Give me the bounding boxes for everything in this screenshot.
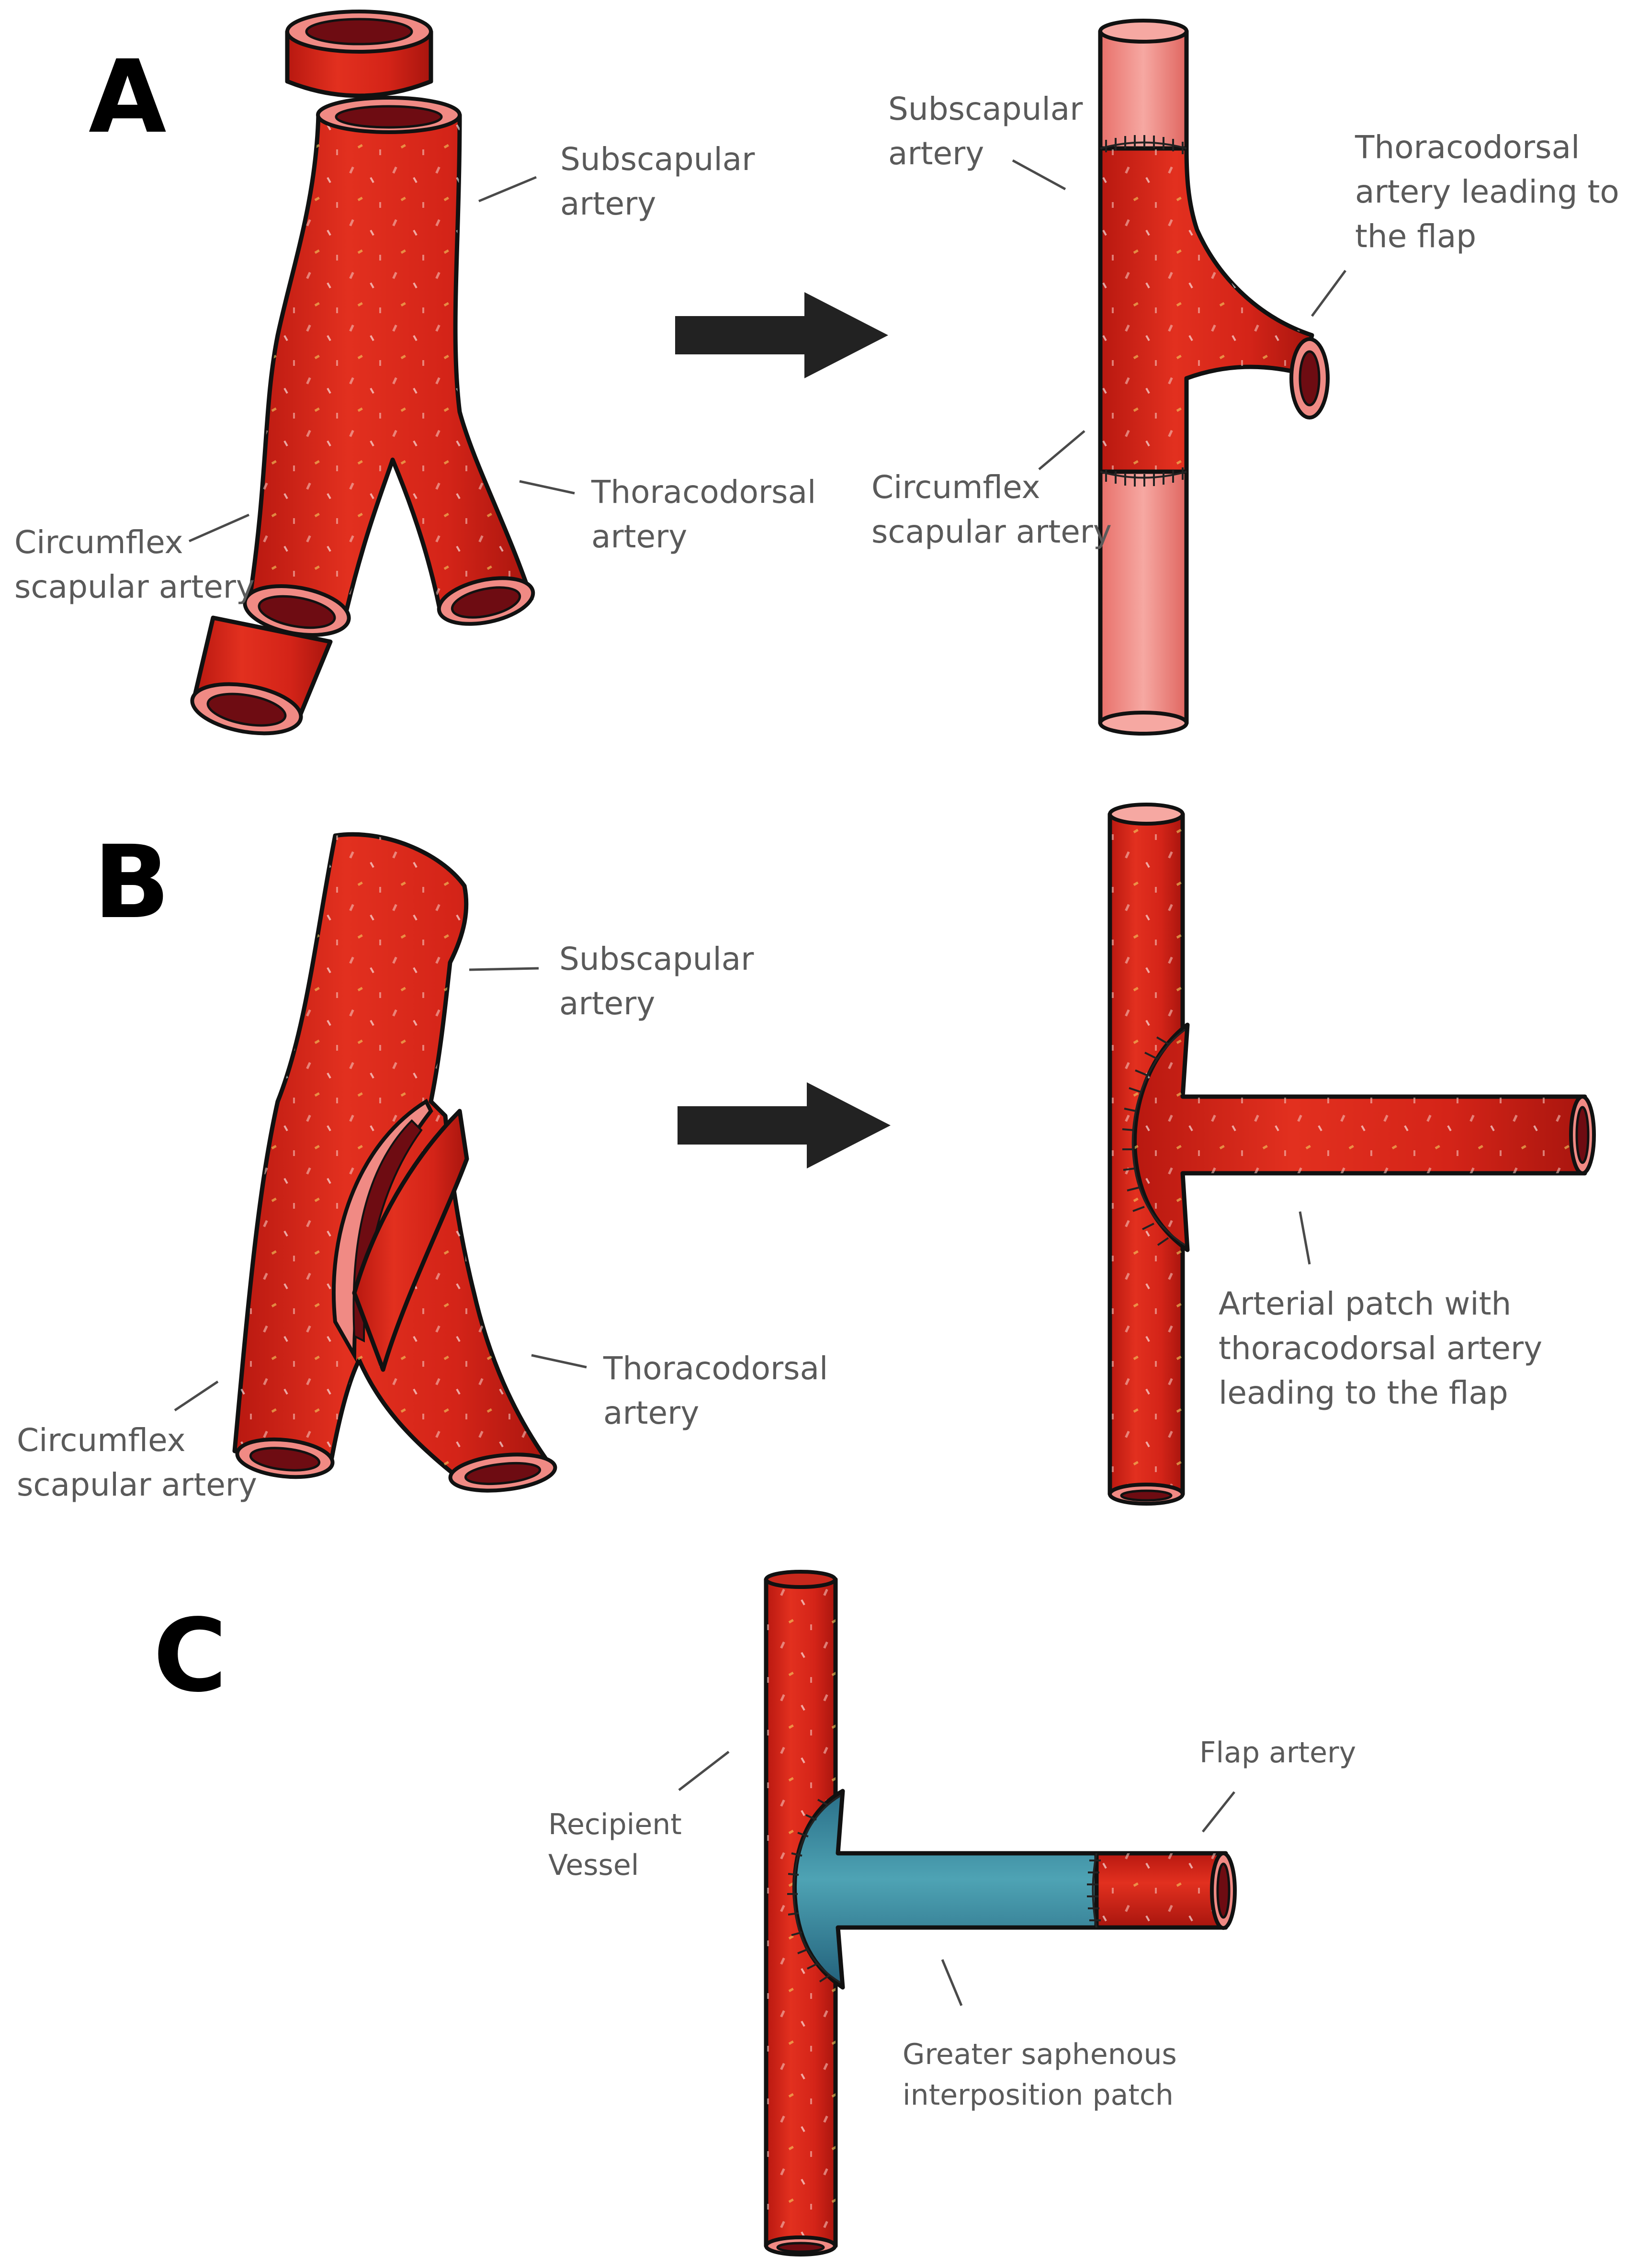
panel-c-labels: Recipient Vessel Flap artery Greater sap…	[548, 1736, 1356, 2112]
label-c-saphenous-2: interposition patch	[903, 2078, 1174, 2112]
suture-bottom-a	[1105, 467, 1184, 487]
panel-a: A Subscapular artery Thora	[14, 10, 1619, 736]
label-a2-thoracodorsal-3: the flap	[1355, 218, 1476, 255]
panel-c-vessels	[764, 1570, 1237, 2257]
label-b-thoracodorsal-2: artery	[603, 1395, 699, 1431]
panel-a-before-vessels	[190, 10, 535, 736]
label-c-recipient-2: Vessel	[548, 1848, 639, 1882]
panel-b-after-vessels	[1107, 803, 1596, 1506]
label-c-saphenous-1: Greater saphenous	[903, 2038, 1177, 2071]
label-a-circumflex-2: scapular artery	[14, 568, 255, 605]
label-c-recipient-1: Recipient	[548, 1808, 682, 1841]
suture-top-a	[1105, 135, 1184, 154]
label-b-thoracodorsal-1: Thoracodorsal	[603, 1350, 828, 1387]
arrow-a	[675, 292, 888, 378]
panel-c-letter: C	[153, 1597, 227, 1714]
saphenous-patch	[792, 1789, 1099, 1990]
label-a-thoracodorsal-2: artery	[591, 518, 687, 555]
label-a2-thoracodorsal-2: artery leading to	[1355, 173, 1619, 210]
panel-b-before-labels: Subscapular artery Thoracodorsal artery …	[17, 941, 828, 1503]
label-a-circumflex-1: Circumflex	[14, 524, 183, 561]
label-a-subscapular-2: artery	[560, 185, 656, 222]
label-a2-circumflex-2: scapular artery	[871, 513, 1112, 550]
panel-c: C Recipient Vessel Flap artery Greater	[153, 1570, 1356, 2257]
label-b2-patch-3: leading to the flap	[1219, 1374, 1508, 1411]
label-c-flap-artery: Flap artery	[1199, 1736, 1356, 1769]
label-b-subscapular-1: Subscapular	[559, 941, 754, 977]
label-a2-circumflex-1: Circumflex	[871, 469, 1040, 506]
label-b2-patch-1: Arterial patch with	[1219, 1285, 1511, 1322]
panel-b-after-labels: Arterial patch with thoracodorsal artery…	[1219, 1211, 1542, 1411]
label-b2-patch-2: thoracodorsal artery	[1219, 1330, 1542, 1367]
panel-b-before-vessels	[232, 832, 557, 1493]
panel-a-after-vessels	[1098, 19, 1330, 736]
label-a-thoracodorsal-1: Thoracodorsal	[591, 474, 816, 510]
suture-c-flap	[1092, 1853, 1097, 1928]
panel-a-letter: A	[89, 38, 167, 156]
panel-b-letter: B	[93, 824, 170, 941]
arrow-b	[678, 1082, 891, 1168]
label-b-circumflex-1: Circumflex	[17, 1422, 186, 1459]
panel-a-after-labels: Subscapular artery Thoracodorsal artery …	[871, 91, 1619, 550]
label-b-circumflex-2: scapular artery	[17, 1466, 257, 1503]
label-a-subscapular-1: Subscapular	[560, 141, 755, 178]
label-b-subscapular-2: artery	[559, 985, 655, 1022]
label-a2-thoracodorsal-1: Thoracodorsal	[1355, 129, 1580, 166]
pale-segment-top	[1098, 29, 1189, 151]
arterial-patch-flap	[352, 1109, 469, 1372]
pale-segment-bottom	[1098, 469, 1189, 726]
panel-a-before-labels: Subscapular artery Thoracodorsal artery …	[14, 141, 816, 605]
label-a2-subscapular-1: Subscapular	[888, 91, 1083, 127]
panel-b: B Subscapular artery Thoracodorsal arter…	[17, 803, 1596, 1506]
label-a2-subscapular-2: artery	[888, 135, 984, 172]
